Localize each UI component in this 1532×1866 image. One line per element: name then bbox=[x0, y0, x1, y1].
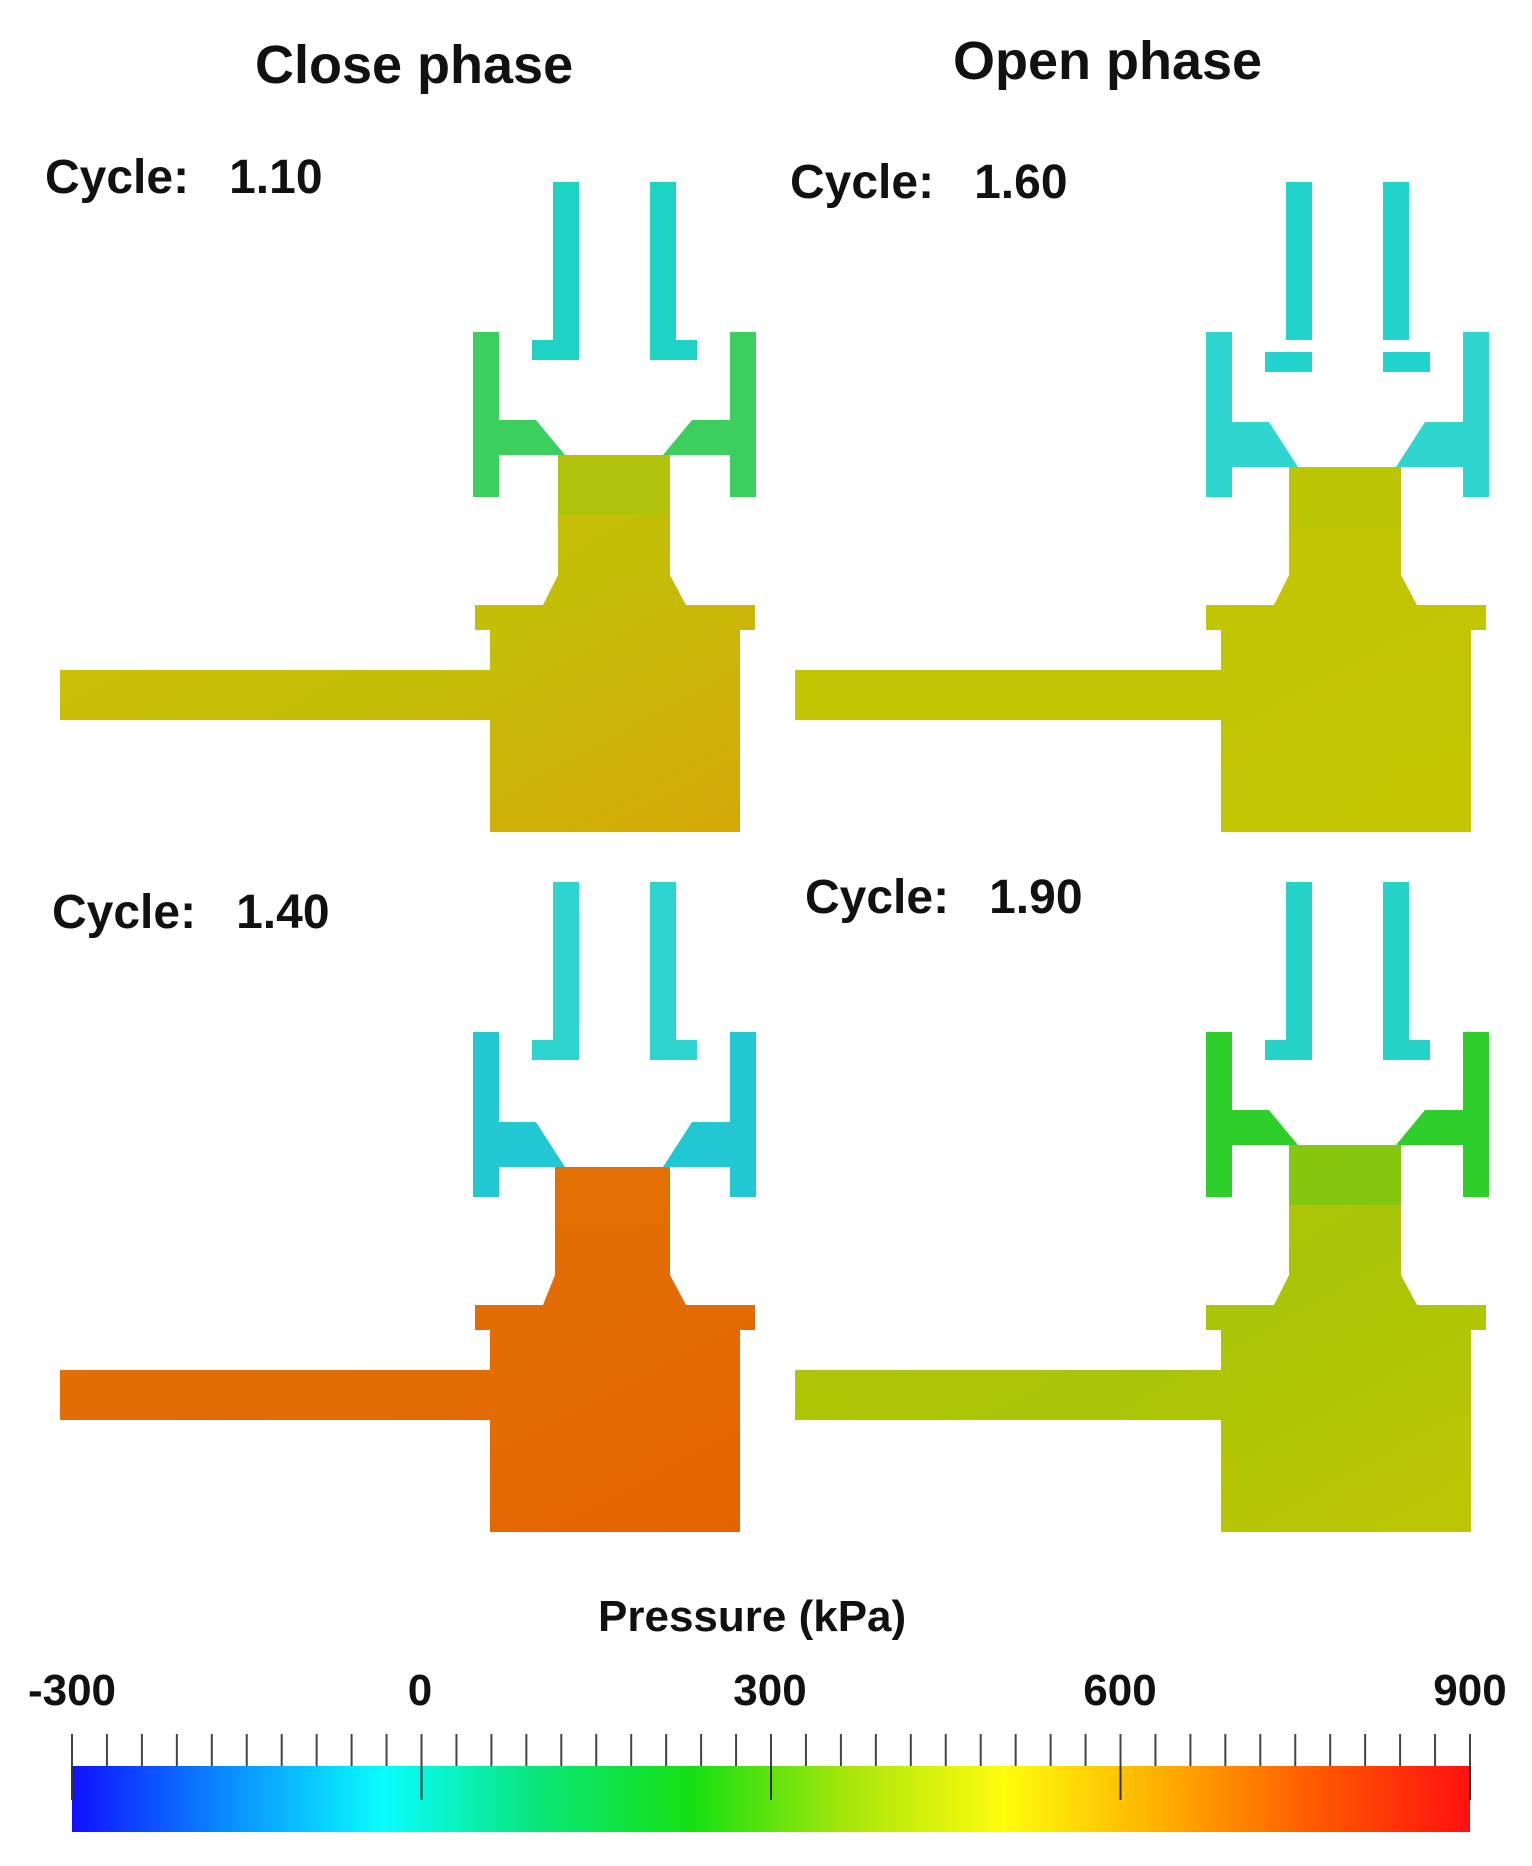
seat-left bbox=[473, 332, 565, 497]
seat-left bbox=[1206, 1032, 1298, 1197]
cycle-label: Cycle: 1.60 bbox=[790, 156, 1068, 209]
cycle-label: Cycle: 1.40 bbox=[52, 886, 330, 939]
valve-shape-2 bbox=[795, 182, 1489, 832]
valve-diagrams bbox=[60, 182, 1489, 1532]
tick-label: 0 bbox=[407, 1666, 433, 1715]
tick-label: 900 bbox=[1433, 1666, 1507, 1715]
pressure-colorbar bbox=[71, 1734, 1471, 1832]
stem-left bbox=[532, 182, 579, 360]
chamber bbox=[60, 455, 755, 832]
seat-left bbox=[1206, 332, 1298, 497]
throat bbox=[558, 455, 670, 515]
throat bbox=[1289, 467, 1401, 527]
valve-shape-3 bbox=[60, 882, 756, 1532]
legend-title: Pressure (kPa) bbox=[598, 1592, 907, 1641]
tick-label: -300 bbox=[27, 1666, 117, 1715]
stem-right bbox=[1383, 882, 1430, 1060]
stem-left bbox=[1265, 182, 1312, 372]
valve-shape-1 bbox=[60, 182, 756, 832]
stem-left bbox=[532, 882, 579, 1060]
throat bbox=[555, 1167, 670, 1227]
seat-right bbox=[663, 1032, 756, 1197]
colorbar-ticks bbox=[71, 1734, 1471, 1800]
seat-left bbox=[473, 1032, 565, 1197]
stem-right bbox=[650, 882, 697, 1060]
throat bbox=[1289, 1145, 1401, 1205]
valve-shape-4 bbox=[795, 882, 1489, 1532]
cycle-label: Cycle: 1.10 bbox=[45, 151, 323, 204]
stem-right bbox=[1383, 182, 1430, 372]
seat-right bbox=[1396, 332, 1489, 497]
tick-label: 300 bbox=[733, 1666, 807, 1715]
header-close-phase: Close phase bbox=[255, 35, 574, 95]
seat-right bbox=[663, 332, 756, 497]
chamber bbox=[795, 467, 1486, 832]
cycle-label: Cycle: 1.90 bbox=[805, 871, 1083, 924]
seat-right bbox=[1396, 1032, 1489, 1197]
chamber bbox=[795, 1145, 1486, 1532]
header-open-phase: Open phase bbox=[953, 31, 1263, 91]
tick-label: 600 bbox=[1083, 1666, 1157, 1715]
stem-right bbox=[650, 182, 697, 360]
chamber bbox=[60, 1167, 755, 1532]
stem-left bbox=[1265, 882, 1312, 1060]
